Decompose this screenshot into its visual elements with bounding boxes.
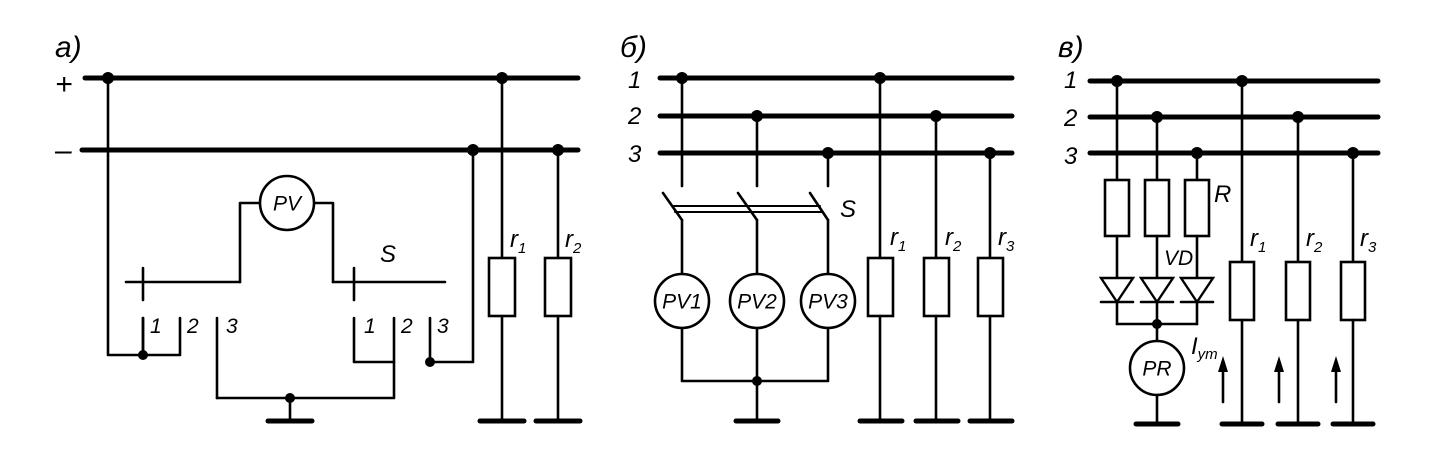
meter-lead-right bbox=[313, 201, 335, 284]
meter-lead-left bbox=[238, 201, 262, 284]
resistor-r-leg3 bbox=[1183, 178, 1211, 238]
bus-2-label: 2 bbox=[1063, 105, 1077, 132]
junction bbox=[1151, 111, 1163, 123]
junction bbox=[1292, 111, 1304, 123]
diagram-b: б) 1 2 3 S PV1 PV2 PV3 bbox=[620, 31, 1015, 424]
voltmeter-pv1-label: PV1 bbox=[662, 291, 702, 314]
diode-vd-label: VD bbox=[1164, 247, 1193, 270]
arrow-head-icon bbox=[1218, 356, 1228, 372]
junction bbox=[1236, 75, 1248, 87]
bus-3-label: 3 bbox=[1064, 143, 1078, 170]
wire-minus-to-switch2 bbox=[428, 148, 475, 364]
switch2-term-3: 3 bbox=[437, 315, 449, 338]
resistor-r2 bbox=[1284, 260, 1312, 322]
voltmeter-pv bbox=[258, 174, 316, 232]
bus-1-label: 1 bbox=[1064, 67, 1077, 94]
resistor-r-label: R bbox=[1214, 181, 1231, 208]
junction bbox=[752, 376, 762, 386]
bus-3-label: 3 bbox=[628, 141, 642, 168]
arrow-head-icon bbox=[1274, 356, 1284, 372]
r1-label: r1 bbox=[890, 224, 906, 255]
switch1-term-1: 1 bbox=[150, 315, 162, 338]
junction bbox=[285, 393, 295, 403]
voltmeter-pv2-label: PV2 bbox=[737, 291, 777, 314]
switch2-term-1: 1 bbox=[364, 315, 376, 338]
r2-label: r2 bbox=[565, 226, 582, 257]
resistor-r1 bbox=[487, 256, 517, 318]
switch1-term-3: 3 bbox=[226, 315, 238, 338]
diode-vd-leg2 bbox=[1138, 276, 1176, 305]
resistor-r-leg1 bbox=[1103, 178, 1131, 238]
diagram-b-label: б) bbox=[620, 31, 647, 64]
junction bbox=[874, 72, 886, 84]
switch1-term-2: 2 bbox=[186, 315, 199, 338]
bus-2-label: 2 bbox=[627, 103, 641, 130]
meters-common bbox=[680, 326, 830, 383]
diagram-a-label: a) bbox=[55, 31, 82, 64]
diode-vd-leg3 bbox=[1178, 276, 1216, 305]
meter-pr-label: PR bbox=[1142, 358, 1171, 381]
resistor-r3 bbox=[976, 256, 1005, 318]
junction bbox=[496, 72, 508, 84]
resistor-r1 bbox=[866, 256, 895, 318]
junction bbox=[676, 72, 688, 84]
junction bbox=[552, 144, 564, 156]
junction bbox=[467, 144, 479, 156]
r2-label: r2 bbox=[1306, 225, 1323, 256]
resistor-r-leg2 bbox=[1143, 178, 1171, 238]
junction bbox=[102, 72, 114, 84]
r2-label: r2 bbox=[945, 224, 962, 255]
bus-plus-label: + bbox=[55, 68, 73, 101]
switch-s-label: S bbox=[840, 196, 856, 223]
junction bbox=[984, 147, 996, 159]
leakage-current-label: Iут bbox=[1191, 333, 1218, 363]
junction bbox=[425, 357, 435, 367]
resistor-r2 bbox=[543, 256, 573, 318]
arrow-head-icon bbox=[1331, 356, 1341, 372]
junction bbox=[751, 110, 763, 122]
diagram-v-label: в) bbox=[1058, 31, 1084, 64]
voltmeter-pv3-label: PV3 bbox=[808, 291, 848, 314]
switch1-terms-12 bbox=[141, 316, 182, 357]
diode-vd-leg1 bbox=[1098, 276, 1136, 305]
resistor-r1 bbox=[1228, 260, 1256, 322]
switch2-term-2: 2 bbox=[400, 315, 413, 338]
junction bbox=[1152, 319, 1162, 329]
voltmeter-pv-label: PV bbox=[273, 193, 303, 216]
junction bbox=[822, 147, 834, 159]
resistor-r3 bbox=[1339, 260, 1367, 322]
junction bbox=[138, 350, 148, 360]
diagram-v: в) 1 2 3 R VD bbox=[1058, 31, 1381, 427]
switch2-terms-12 bbox=[352, 316, 396, 364]
diagram-a: a) + – 1 2 3 PV S 1 2 3 bbox=[54, 31, 583, 424]
switch-s-label: S bbox=[380, 241, 396, 268]
r3-label: r3 bbox=[998, 224, 1015, 255]
junction bbox=[930, 110, 942, 122]
r1-label: r1 bbox=[1250, 225, 1266, 256]
resistor-r2 bbox=[922, 256, 951, 318]
wire-plus-to-switch1 bbox=[106, 76, 145, 357]
bus-1-label: 1 bbox=[628, 67, 641, 94]
bus-minus-label: – bbox=[54, 134, 72, 167]
ground-bus bbox=[215, 360, 396, 400]
r1-label: r1 bbox=[510, 226, 526, 257]
r3-label: r3 bbox=[1360, 225, 1377, 256]
junction bbox=[1191, 147, 1203, 159]
junction bbox=[1347, 147, 1359, 159]
junction bbox=[1111, 75, 1123, 87]
